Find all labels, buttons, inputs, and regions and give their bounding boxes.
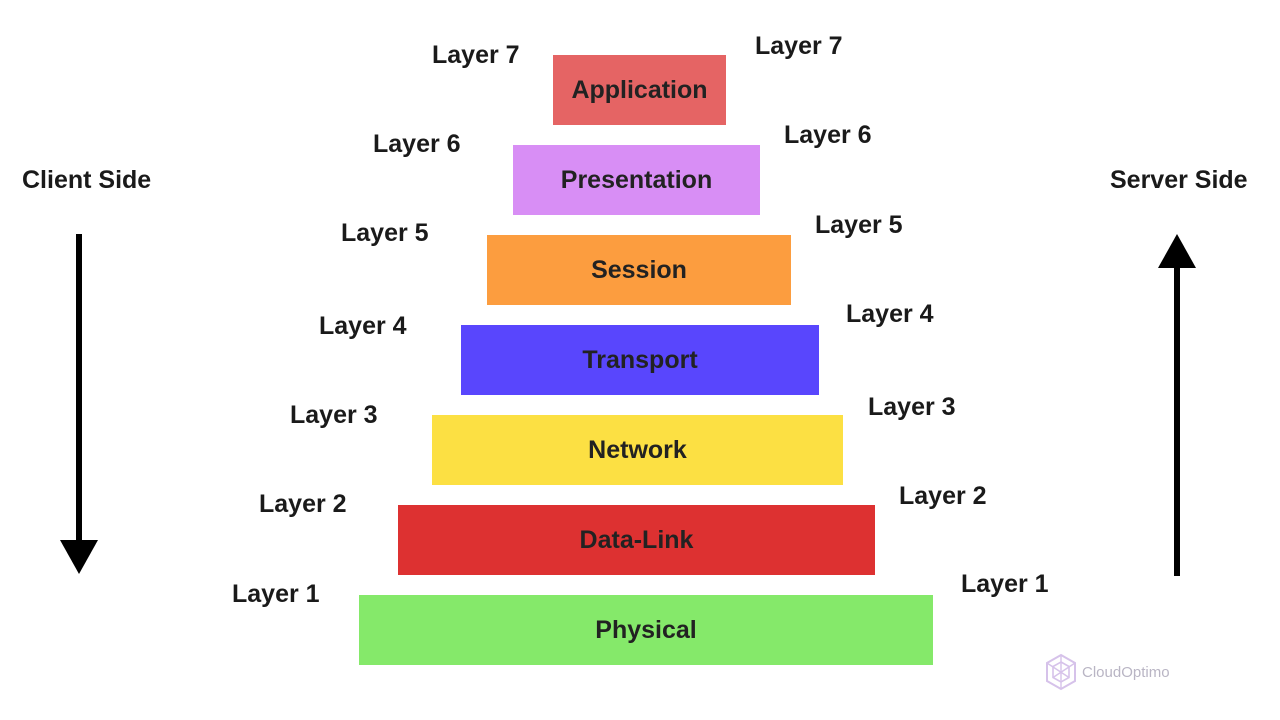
layer-4-left-label: Layer 4: [319, 312, 407, 340]
layer-presentation-bar: Presentation: [513, 145, 760, 215]
layer-session-bar: Session: [487, 235, 791, 305]
layer-name: Network: [588, 435, 687, 464]
cloudoptimo-logo: CloudOptimo: [1044, 653, 1170, 691]
layer-application-bar: Application: [553, 55, 726, 125]
layer-1-right-label: Layer 1: [961, 570, 1049, 598]
layer-3-right-label: Layer 3: [868, 393, 956, 421]
layer-2-left-label: Layer 2: [259, 490, 347, 518]
down-arrow-icon: [60, 234, 98, 574]
up-arrow-icon: [1158, 234, 1196, 576]
layer-name: Transport: [582, 345, 698, 374]
layer-1-left-label: Layer 1: [232, 580, 320, 608]
hexagon-logo-icon: [1046, 653, 1076, 691]
layer-name: Presentation: [560, 165, 713, 194]
layer-7-right-label: Layer 7: [755, 32, 843, 60]
logo-text: CloudOptimo: [1082, 663, 1170, 681]
layer-6-left-label: Layer 6: [373, 130, 461, 158]
layer-5-left-label: Layer 5: [341, 219, 429, 247]
layer-data-link-bar: Data-Link: [398, 505, 875, 575]
layer-3-left-label: Layer 3: [290, 401, 378, 429]
layer-6-right-label: Layer 6: [784, 121, 872, 149]
client-side-label: Client Side: [22, 166, 152, 194]
layer-physical-bar: Physical: [359, 595, 933, 665]
layer-5-right-label: Layer 5: [815, 211, 903, 239]
layer-name: Session: [591, 255, 687, 284]
layer-network-bar: Network: [432, 415, 843, 485]
server-side-label: Server Side: [1110, 166, 1248, 194]
layer-2-right-label: Layer 2: [899, 482, 987, 510]
layer-4-right-label: Layer 4: [846, 300, 934, 328]
layer-name: Data-Link: [579, 525, 694, 554]
layer-name: Application: [571, 75, 708, 104]
layer-transport-bar: Transport: [461, 325, 819, 395]
layer-name: Physical: [595, 615, 697, 644]
layer-7-left-label: Layer 7: [432, 41, 520, 69]
